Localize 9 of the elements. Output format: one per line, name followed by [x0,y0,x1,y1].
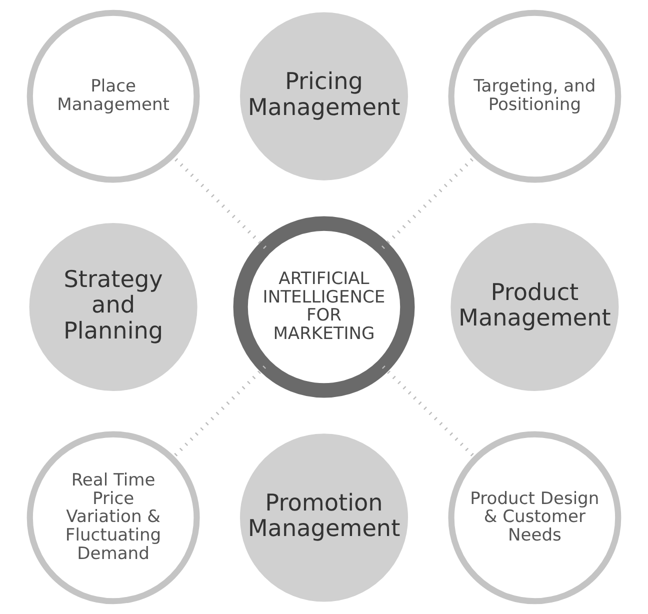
node-circle: Strategy and Planning [29,222,198,392]
node-circle: Product Design & Customer Needs [448,431,622,604]
node-circle: ARTIFICIAL INTELLIGENCE FOR MARKETING [233,216,415,398]
node-circle: Targeting, and Positioning [448,10,622,183]
node-circle: Product Management [450,222,619,392]
node-circle: Pricing Management [240,12,408,180]
node-circle: Place Management [26,10,200,183]
node-circle: Promotion Management [240,434,408,602]
node-circle: Real Time Price Variation & Fluctuating Demand [26,431,200,604]
